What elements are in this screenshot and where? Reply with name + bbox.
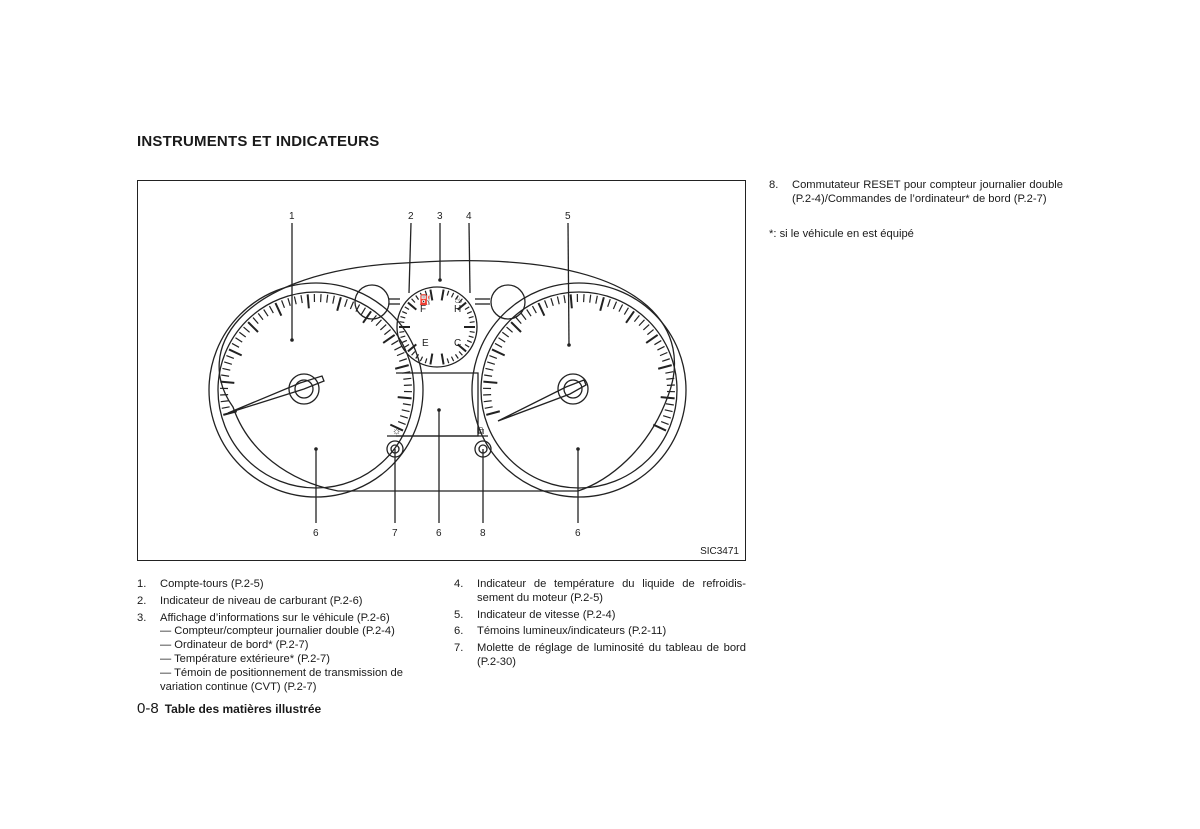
fuel-empty-mark: E bbox=[422, 338, 429, 349]
footer-title: Table des matières illustrée bbox=[164, 702, 322, 716]
page-number: 0-8 bbox=[137, 700, 159, 717]
brightness-icon: ☼ bbox=[392, 426, 401, 437]
right-indicator-window bbox=[490, 284, 526, 320]
callout-6-center: 6 bbox=[436, 528, 442, 539]
fuel-pump-icon: ⛽ bbox=[419, 293, 431, 306]
reset-icon: ⧉ bbox=[477, 426, 484, 437]
callout-1: 1 bbox=[289, 211, 295, 222]
item-list-left: 1.Compte-tours (P.2-5) 2.Indicateur de n… bbox=[137, 578, 437, 697]
section-title: INSTRUMENTS ET INDICATEURS bbox=[137, 133, 380, 150]
instrument-cluster-illustration: F E H C ⛽ ♨ ☼ ⧉ 1 2 3 4 5 6 7 6 8 6 bbox=[208, 211, 687, 539]
item-list-middle: 4.Indicateur de température du liquide d… bbox=[454, 578, 746, 673]
page-footer: 0-8 Table des matières illustrée bbox=[137, 700, 321, 717]
list-item: 4.Indicateur de température du liquide d… bbox=[454, 578, 746, 604]
temp-cold-mark: C bbox=[454, 338, 461, 349]
fuel-temp-gauge bbox=[396, 286, 478, 368]
temp-hot-mark: H bbox=[454, 304, 461, 315]
figure-code: SIC3471 bbox=[700, 546, 739, 557]
coolant-temp-icon: ♨ bbox=[454, 295, 463, 306]
tachometer-needle bbox=[227, 375, 325, 414]
instrument-cluster-figure: F E H C ⛽ ♨ ☼ ⧉ 1 2 3 4 5 6 7 6 8 6 SIC3… bbox=[137, 180, 746, 561]
list-item: 2.Indicateur de niveau de carburant (P.2… bbox=[137, 594, 363, 607]
speedometer-needle bbox=[497, 379, 587, 422]
item-list-right: 8.Commutateur RESET pour compteur journa… bbox=[769, 179, 1063, 207]
list-item: 8.Commutateur RESET pour compteur journa… bbox=[769, 179, 1063, 205]
list-item: 6.Témoins lumineux/indicateurs (P.2-11) bbox=[454, 625, 667, 638]
speedometer-dial bbox=[480, 291, 678, 489]
callout-2: 2 bbox=[408, 211, 414, 222]
callout-5: 5 bbox=[565, 211, 571, 222]
callout-7: 7 bbox=[392, 528, 398, 539]
callout-8: 8 bbox=[480, 528, 486, 539]
fuel-full-mark: F bbox=[420, 304, 426, 315]
speedometer-outer-ring bbox=[471, 282, 687, 498]
callout-4: 4 bbox=[466, 211, 472, 222]
callout-3: 3 bbox=[437, 211, 443, 222]
list-item: 1.Compte-tours (P.2-5) bbox=[137, 578, 264, 590]
list-item: 3.Affichage d’informations sur le véhicu… bbox=[137, 611, 403, 693]
left-indicator-window bbox=[354, 284, 390, 320]
callout-6-right: 6 bbox=[575, 528, 581, 539]
callout-6-left: 6 bbox=[313, 528, 319, 539]
list-item: 7.Molette de réglage de luminosité du ta… bbox=[454, 642, 746, 668]
list-item: 5.Indicateur de vitesse (P.2-4) bbox=[454, 608, 616, 621]
footnote: *: si le véhicule en est équipé bbox=[769, 228, 914, 240]
